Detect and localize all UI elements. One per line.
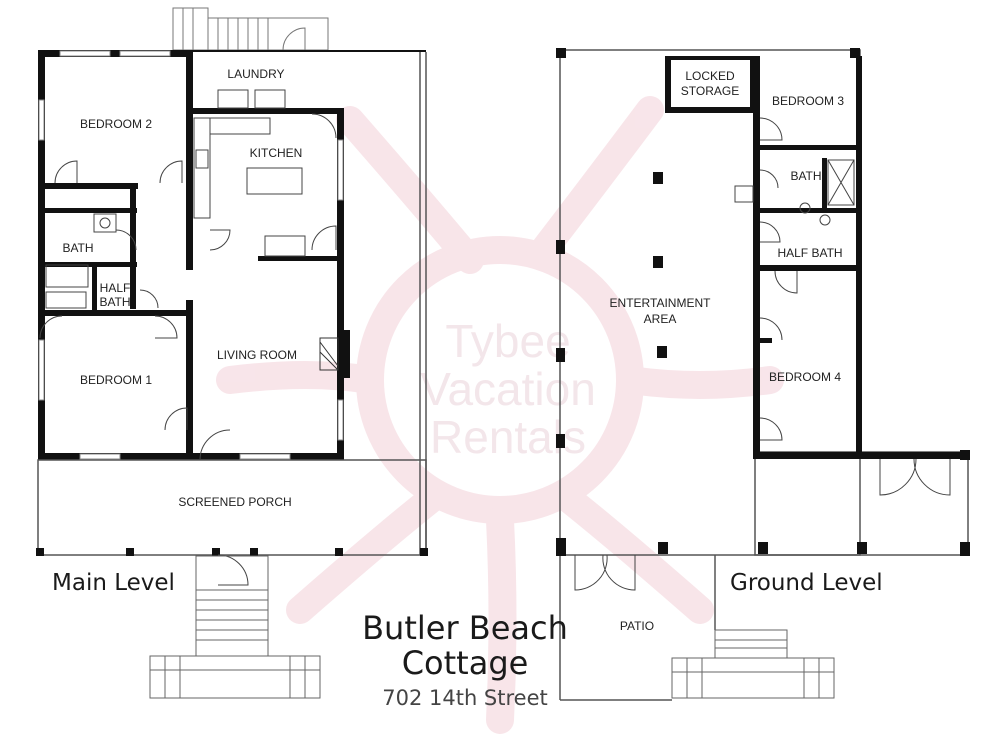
label-kitchen: KITCHEN — [250, 146, 303, 160]
label-main-half-bath-line2: BATH — [99, 295, 130, 309]
main-walls — [38, 50, 426, 460]
label-living-room: LIVING ROOM — [217, 348, 297, 362]
ground-front-stairs — [671, 629, 835, 699]
ground-posts — [556, 48, 970, 556]
ground-bath-fixtures — [734, 159, 855, 243]
label-ground-bath: BATH — [790, 169, 821, 183]
label-entertainment-line2: AREA — [644, 312, 677, 326]
watermark-line-2: Vacation — [420, 363, 596, 415]
label-bedroom-3: BEDROOM 3 — [772, 94, 844, 108]
property-name-line2: Cottage — [401, 644, 529, 682]
property-name-line1: Butler Beach — [362, 609, 568, 647]
label-laundry: LAUNDRY — [227, 67, 284, 81]
label-bedroom-4: BEDROOM 4 — [769, 370, 841, 384]
label-locked-storage-line1: LOCKED — [685, 69, 735, 83]
main-level-heading: Main Level — [52, 570, 175, 596]
ground-level-heading: Ground Level — [730, 570, 883, 596]
screened-porch-outline — [37, 52, 427, 556]
label-main-bath: BATH — [62, 241, 93, 255]
watermark-line-1: Tybee — [445, 315, 571, 367]
main-door-swings — [39, 160, 249, 586]
ground-right-walls — [753, 56, 968, 459]
main-rear-stairs — [172, 7, 329, 51]
porch-posts — [36, 548, 428, 556]
label-screened-porch: SCREENED PORCH — [178, 495, 291, 509]
kitchen-fixtures — [193, 89, 337, 257]
main-windows — [38, 50, 344, 460]
main-front-stairs — [149, 555, 321, 699]
main-level-plan: LAUNDRY BEDROOM 2 KITCHEN BATH HALF BATH… — [36, 7, 428, 699]
label-entertainment-line1: ENTERTAINMENT — [610, 296, 712, 310]
label-bedroom-1: BEDROOM 1 — [80, 373, 152, 387]
label-bedroom-2: BEDROOM 2 — [80, 117, 152, 131]
label-patio: PATIO — [620, 619, 654, 633]
label-locked-storage-line2: STORAGE — [681, 84, 739, 98]
property-address: 702 14th Street — [382, 686, 548, 710]
bath-fixtures — [45, 213, 159, 309]
ground-level-plan: LOCKED STORAGE BEDROOM 3 BATH HALF BATH … — [556, 48, 970, 701]
label-ground-half-bath: HALF BATH — [777, 246, 842, 260]
fireplace — [319, 337, 339, 371]
ground-door-swings — [574, 117, 951, 591]
label-main-half-bath-line1: HALF — [100, 281, 131, 295]
